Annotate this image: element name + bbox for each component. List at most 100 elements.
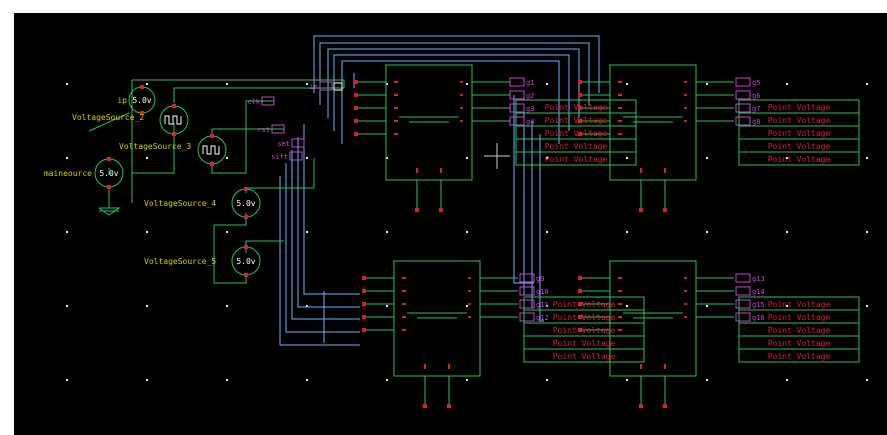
output-net-tag-bottom-left — [519, 273, 535, 283]
input-pin-mark — [402, 329, 406, 331]
output-pin-mark — [684, 303, 687, 305]
point-voltage-label: Point Voltage — [768, 103, 831, 112]
grid-dot — [626, 231, 628, 233]
input-pin — [362, 276, 366, 280]
subcircuit-block-3[interactable] — [393, 260, 481, 377]
output-net-tag-bottom-left — [519, 286, 535, 296]
input-pin — [362, 315, 366, 319]
grid-dot — [786, 83, 788, 85]
grid-dot — [386, 379, 388, 381]
point-voltage-label: Point Voltage — [545, 116, 608, 125]
grid-dot — [386, 83, 388, 85]
input-pin-mark — [394, 94, 398, 96]
point-voltage-label: Point Voltage — [553, 300, 616, 309]
bottom-pin — [663, 208, 667, 212]
point-voltage-label: Point Voltage — [768, 326, 831, 335]
point-voltage-probe[interactable] — [738, 348, 860, 363]
grid-dot — [866, 305, 868, 307]
output-net-tag-bottom-left — [519, 299, 535, 309]
subcircuit-block-2[interactable] — [609, 64, 697, 181]
subcircuit-block-1[interactable] — [385, 64, 473, 181]
subcircuit-block-4[interactable] — [609, 260, 697, 377]
output-pin-mark — [684, 290, 687, 292]
point-voltage-label: Point Voltage — [768, 300, 831, 309]
point-voltage-probe[interactable] — [515, 151, 637, 166]
input-pin-mark — [402, 277, 406, 279]
grid-dot — [66, 157, 68, 159]
point-voltage-probe[interactable] — [523, 348, 645, 363]
green-wire — [213, 225, 247, 284]
grid-dot — [66, 379, 68, 381]
source-pin — [244, 187, 248, 191]
input-pin — [354, 106, 358, 110]
grid-dot — [386, 231, 388, 233]
block-inner-text — [409, 121, 449, 123]
point-voltage-label: Point Voltage — [545, 129, 608, 138]
output-net-tag-top-left — [509, 77, 525, 87]
input-pin-mark — [394, 81, 398, 83]
grid-dot — [226, 157, 228, 159]
input-pin — [362, 289, 366, 293]
input-pin-mark — [618, 94, 622, 96]
grid-dot — [786, 305, 788, 307]
bottom-pin-mark — [440, 168, 442, 173]
crosshair-cursor-icon — [484, 143, 510, 169]
block-inner-text — [407, 312, 467, 314]
output-net-label: g3 — [526, 105, 534, 113]
grid-dot — [226, 83, 228, 85]
point-voltage-label: Point Voltage — [545, 103, 608, 112]
output-net-tag-top-right — [735, 103, 751, 113]
wire — [291, 150, 360, 320]
point-voltage-label: Point Voltage — [768, 142, 831, 151]
input-net-tag — [271, 124, 285, 134]
output-net-tag-top-right — [735, 90, 751, 100]
grid-dot — [786, 157, 788, 159]
source-name-label: VoltageSource_4 — [144, 199, 216, 208]
block-inner-text — [633, 317, 673, 319]
block-inner-text — [623, 312, 683, 314]
input-pin — [362, 328, 366, 332]
input-pin — [354, 80, 358, 84]
grid-dot — [146, 231, 148, 233]
input-pin-mark — [618, 107, 622, 109]
bottom-pin-mark — [640, 364, 642, 369]
grid-dot — [706, 379, 708, 381]
input-pin-mark — [618, 303, 622, 305]
grid-dot — [786, 379, 788, 381]
source-pin — [244, 215, 248, 219]
input-pin — [362, 302, 366, 306]
grid-dot — [546, 305, 548, 307]
point-voltage-label: Point Voltage — [545, 142, 608, 151]
input-pin — [578, 132, 582, 136]
grid-dot — [66, 231, 68, 233]
wire — [313, 35, 600, 93]
input-net-label: in — [310, 83, 318, 91]
source-voltagesource-3[interactable] — [197, 135, 227, 165]
source-pin — [210, 134, 214, 138]
output-net-label: g13 — [752, 275, 765, 283]
wires — [98, 35, 600, 346]
probe-pointer — [88, 112, 130, 132]
in-port-box — [333, 82, 343, 91]
output-net-label: g8 — [752, 118, 760, 126]
green-wire — [173, 87, 344, 103]
source-pin — [140, 111, 144, 115]
output-pin-mark — [684, 316, 687, 318]
input-net-tag — [319, 81, 333, 91]
grid-dot — [546, 379, 548, 381]
input-pin-mark — [618, 290, 622, 292]
grid-dot — [386, 157, 388, 159]
point-voltage-probe[interactable] — [738, 151, 860, 166]
grid-dot — [306, 231, 308, 233]
input-pin-mark — [618, 133, 622, 135]
output-pin-mark — [460, 81, 463, 83]
point-voltage-label: Point Voltage — [553, 352, 616, 361]
grid-dot — [626, 379, 628, 381]
input-pin — [354, 132, 358, 136]
schematic-drawing: g1g2g3g4g5g6g7g8g9g10g11g12g13g14g15g16P… — [44, 35, 868, 408]
input-pin — [578, 80, 582, 84]
bottom-pin-mark — [448, 364, 450, 369]
source-pin — [244, 245, 248, 249]
